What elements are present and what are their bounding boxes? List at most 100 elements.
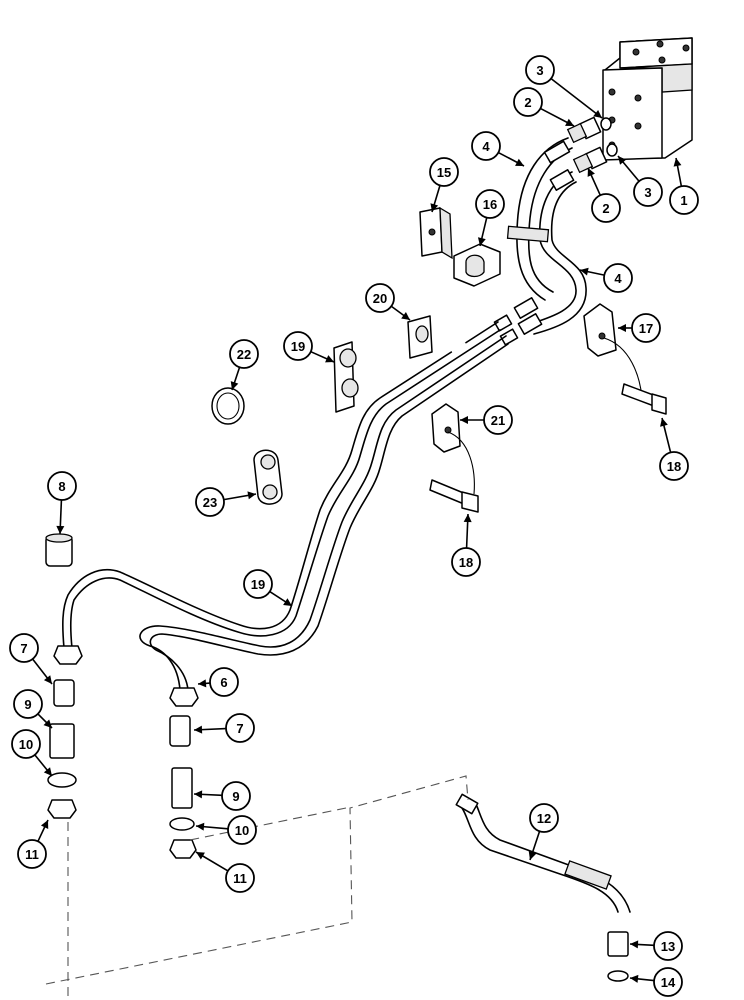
callout-label: 10 [235, 823, 249, 838]
callout-circle [365, 283, 395, 313]
callout-circle [653, 931, 683, 961]
callout-circle [525, 55, 555, 85]
callout-arrowhead [460, 416, 468, 424]
bracket-21 [431, 403, 475, 495]
callout-circle [13, 689, 43, 719]
callout-circle [283, 331, 313, 361]
fitting-stack-left [47, 679, 77, 819]
hose-end-fittings [493, 297, 543, 346]
clamp-23 [253, 449, 283, 505]
clamp-block-16 [453, 243, 501, 287]
callout-arrowhead [56, 525, 65, 534]
callout-circle [47, 471, 77, 501]
callout-13: 13 [629, 931, 683, 961]
callout-circle [483, 405, 513, 435]
callout-label: 23 [203, 495, 217, 510]
callout-circle [659, 451, 689, 481]
callout-label: 7 [236, 721, 243, 736]
callout-circle [229, 339, 259, 369]
callout-label: 3 [536, 63, 543, 78]
callout-label: 2 [524, 95, 531, 110]
callout-circle [669, 185, 699, 215]
callout-label: 13 [661, 939, 675, 954]
callout-arrowhead [430, 203, 439, 212]
callout-label: 9 [24, 697, 31, 712]
callout-label: 14 [661, 975, 676, 990]
fitting-13 [607, 931, 629, 957]
callout-arrowhead [630, 974, 639, 983]
callout-10: 10 [11, 729, 53, 777]
callout-label: 11 [25, 847, 39, 862]
callout-arrowhead [593, 109, 602, 118]
callout-6: 6 [197, 667, 239, 697]
callout-arrowhead [43, 719, 52, 728]
callout-circle [471, 131, 501, 161]
callout-label: 4 [614, 271, 622, 286]
callout-18: 18 [451, 513, 481, 577]
callout-circle [195, 487, 225, 517]
callout-2: 2 [587, 167, 621, 223]
callout-circle [603, 263, 633, 293]
callout-arrowhead [528, 851, 537, 860]
callout-8: 8 [47, 471, 77, 535]
callout-circle [529, 803, 559, 833]
callout-label: 21 [491, 413, 505, 428]
callout-arrowhead [401, 312, 410, 320]
callout-12: 12 [528, 803, 559, 861]
callout-label: 17 [639, 321, 653, 336]
callout-arrowhead [196, 852, 205, 860]
callout-15: 15 [429, 157, 459, 213]
callout-arrowhead [196, 822, 205, 831]
callout-circle [653, 967, 683, 997]
callout-label: 8 [58, 479, 65, 494]
bolt-18-upper [621, 383, 667, 415]
callout-11: 11 [17, 819, 49, 869]
callout-arrowhead [283, 598, 292, 606]
callout-arrowhead [198, 679, 207, 688]
callout-label: 7 [20, 641, 27, 656]
callout-10: 10 [195, 815, 257, 845]
callout-1: 1 [669, 157, 699, 215]
callout-4: 4 [579, 263, 633, 293]
bracket-17 [583, 303, 643, 399]
callout-4: 4 [471, 131, 525, 167]
callout-arrowhead [580, 267, 589, 276]
callout-label: 20 [373, 291, 387, 306]
clamp-19 [333, 341, 359, 413]
callout-circle [11, 729, 41, 759]
callout-arrowhead [618, 324, 626, 332]
adapter-upper [566, 116, 602, 144]
callout-label: 4 [482, 139, 490, 154]
callout-19: 19 [283, 331, 335, 363]
callout-arrowhead [247, 491, 256, 500]
callout-arrowhead [477, 237, 486, 246]
tube-nut-left [53, 645, 83, 665]
callout-3: 3 [617, 155, 663, 207]
reference-dashed-lines [45, 775, 469, 1000]
callout-label: 18 [667, 459, 681, 474]
callout-14: 14 [629, 967, 683, 997]
sleeve-8 [45, 533, 73, 567]
callout-label: 19 [251, 577, 265, 592]
clip-22 [211, 387, 245, 425]
callout-circle [429, 157, 459, 187]
callout-3: 3 [525, 55, 603, 119]
callout-arrowhead [618, 156, 627, 165]
hose-upper [516, 137, 573, 301]
callout-circle [631, 313, 661, 343]
clamp-15 [419, 206, 453, 260]
callout-circle [591, 193, 621, 223]
callout-11: 11 [195, 851, 255, 893]
callout-label: 16 [483, 197, 497, 212]
callout-label: 9 [232, 789, 239, 804]
steel-tube-right [139, 335, 509, 691]
callout-circle [451, 547, 481, 577]
callout-label: 1 [680, 193, 687, 208]
callout-label: 11 [233, 871, 247, 886]
callout-circle [633, 177, 663, 207]
callout-arrowhead [43, 675, 52, 684]
callout-circle [243, 569, 273, 599]
fitting-stack-right [169, 715, 197, 859]
callout-circle [9, 633, 39, 663]
callout-19: 19 [243, 569, 293, 607]
